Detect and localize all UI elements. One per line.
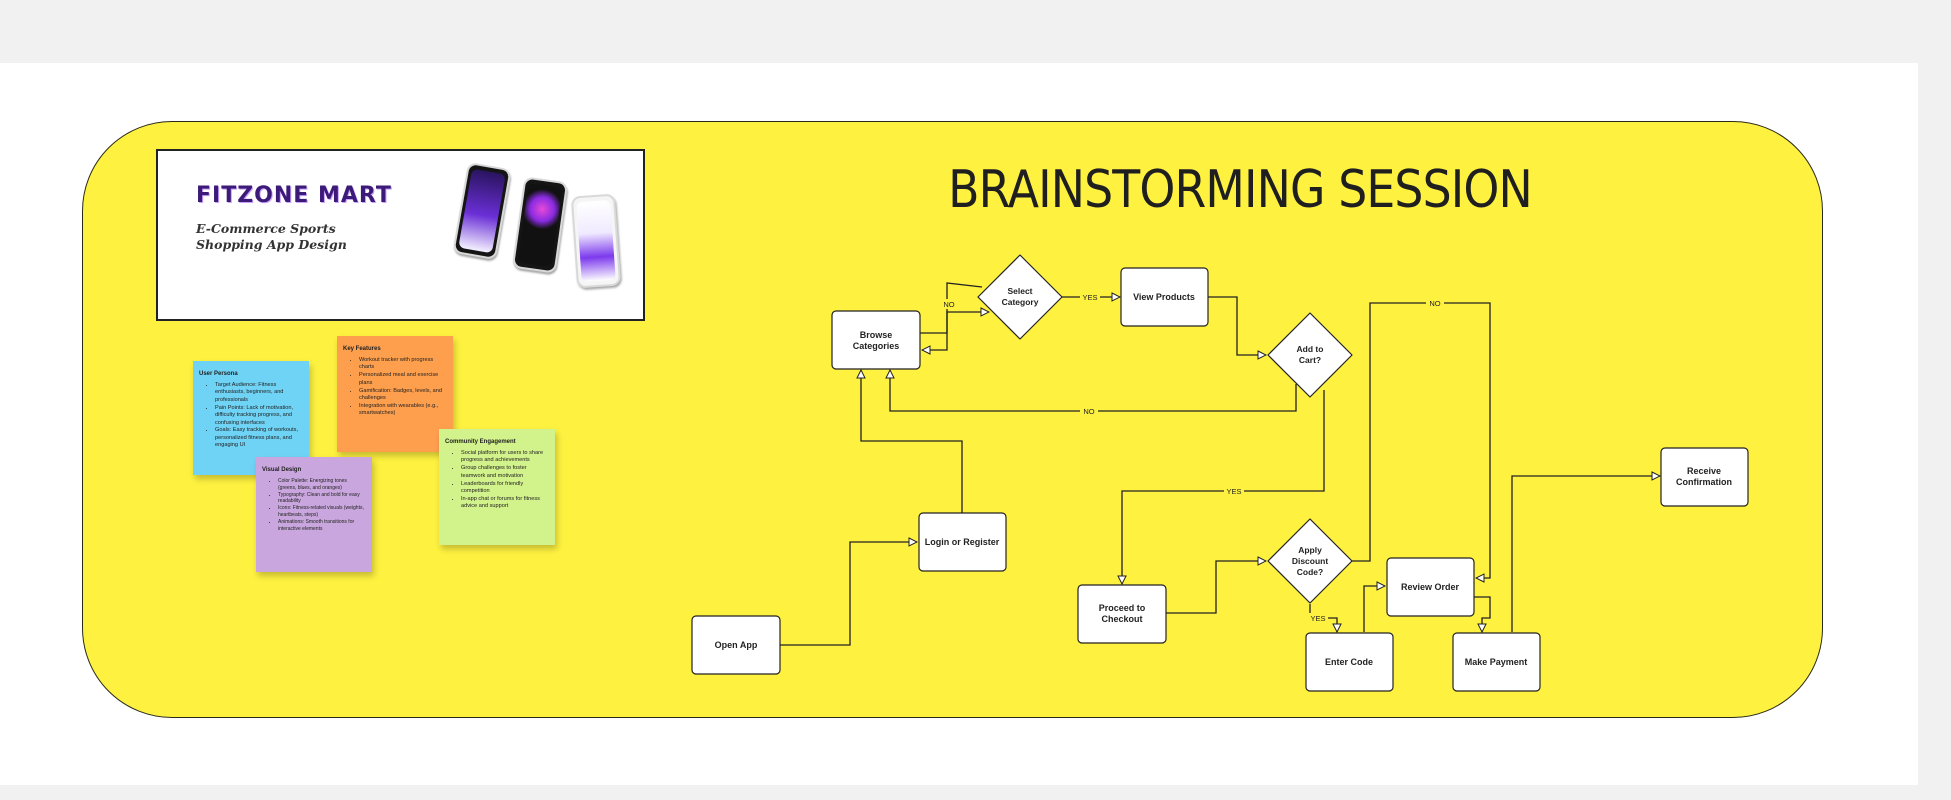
edge-discount-no <box>1352 302 1491 578</box>
node-label: Open App <box>715 640 758 650</box>
node-browse-categories[interactable]: Browse Categories <box>831 310 921 370</box>
node-label: Checkout <box>1101 614 1142 624</box>
note-visual-design[interactable]: Visual Design Color Palette: Energizing … <box>256 457 372 572</box>
node-login[interactable]: Login or Register <box>918 512 1007 572</box>
edge-open-login <box>780 542 917 646</box>
edge-label-no-loop: NO <box>943 300 954 309</box>
note-community[interactable]: Community Engagement Social platform for… <box>439 429 555 545</box>
node-receive-confirmation[interactable]: Receive Confirmation <box>1660 447 1749 507</box>
session-title: BRAINSTORMING SESSION <box>948 160 1533 220</box>
edge-select-no <box>922 282 983 350</box>
edge-review-payment <box>1474 596 1491 632</box>
decision-label: Discount <box>1292 556 1329 566</box>
note-item: Personalized meal and exercise plans <box>359 372 445 387</box>
decision-label: Cart? <box>1299 355 1321 365</box>
decision-label: Category <box>1002 297 1039 307</box>
edge-view-cart <box>1208 296 1266 355</box>
note-item: Icons: Fitness-related visuals (weights,… <box>278 505 364 518</box>
decision-label: Apply <box>1298 545 1322 555</box>
node-make-payment[interactable]: Make Payment <box>1452 632 1541 692</box>
note-heading: User Persona <box>199 371 238 377</box>
edge-cart-yes <box>1122 390 1325 584</box>
note-item: Animations: Smooth transitions for inter… <box>278 519 364 532</box>
node-open-app[interactable]: Open App <box>691 615 781 675</box>
note-item: Group challenges to foster teamwork and … <box>461 465 547 480</box>
node-label: Review Order <box>1401 582 1460 592</box>
node-label: Proceed to <box>1099 603 1146 613</box>
note-item: Pain Points: Lack of motivation, difficu… <box>215 405 301 427</box>
node-label: Login or Register <box>925 537 1000 547</box>
note-heading: Community Engagement <box>445 439 516 445</box>
edge-cart-no <box>890 370 1297 412</box>
decision-discount-code[interactable]: Apply Discount Code? <box>1267 518 1353 604</box>
note-item: Gamification: Badges, levels, and challe… <box>359 388 445 403</box>
node-label: Enter Code <box>1325 657 1373 667</box>
note-item: Goals: Easy tracking of workouts, person… <box>215 427 301 449</box>
decision-label: Add to <box>1297 344 1324 354</box>
node-label: Receive <box>1687 466 1721 476</box>
node-label: Categories <box>853 341 900 351</box>
edge-login-browse <box>861 370 963 513</box>
note-item: Color Palette: Energizing tones (greens,… <box>278 478 364 491</box>
node-proceed-checkout[interactable]: Proceed to Checkout <box>1077 584 1167 644</box>
decision-label: Code? <box>1297 567 1323 577</box>
node-label: Browse <box>860 330 893 340</box>
note-key-features[interactable]: Key Features Workout tracker with progre… <box>337 336 453 452</box>
decision-select-category[interactable]: Select Category <box>977 254 1063 340</box>
brand-name: FITZONE MART <box>196 183 392 208</box>
edge-label-yes-select: YES <box>1082 293 1097 302</box>
note-item: Leaderboards for friendly competition <box>461 481 547 496</box>
note-heading: Key Features <box>343 346 381 352</box>
app-banner[interactable]: FITZONE MART E-Commerce Sports Shopping … <box>156 149 645 321</box>
brand-subtitle: E-Commerce Sports Shopping App Design <box>196 221 347 252</box>
node-review-order[interactable]: Review Order <box>1386 557 1475 617</box>
note-user-persona[interactable]: User Persona Target Audience: Fitness en… <box>193 361 309 475</box>
edge-label-no-cart: NO <box>1083 407 1094 416</box>
note-item: Target Audience: Fitness enthusiasts, be… <box>215 382 301 404</box>
note-item: Integration with wearables (e.g., smartw… <box>359 403 445 418</box>
node-label: View Products <box>1133 292 1195 302</box>
edge-payment-confirm <box>1511 476 1660 632</box>
node-enter-code[interactable]: Enter Code <box>1305 632 1394 692</box>
edge-label-yes-discount: YES <box>1310 614 1325 623</box>
note-heading: Visual Design <box>262 467 302 473</box>
edge-checkout-discount <box>1166 561 1266 614</box>
decision-add-to-cart[interactable]: Add to Cart? <box>1267 312 1353 398</box>
note-item: Workout tracker with progress charts <box>359 357 445 372</box>
note-item: Typography: Clean and bold for easy read… <box>278 492 364 505</box>
note-item: Social platform for users to share progr… <box>461 450 547 465</box>
edge-browse-select <box>920 312 989 334</box>
node-label: Make Payment <box>1465 657 1528 667</box>
note-item: In-app chat or forums for fitness advice… <box>461 496 547 511</box>
node-label: Confirmation <box>1676 477 1732 487</box>
edge-label-yes-cart: YES <box>1226 487 1241 496</box>
edge-code-review <box>1363 586 1385 632</box>
decision-label: Select <box>1007 286 1032 296</box>
node-view-products[interactable]: View Products <box>1120 267 1209 327</box>
edge-label-no-discount: NO <box>1429 299 1440 308</box>
